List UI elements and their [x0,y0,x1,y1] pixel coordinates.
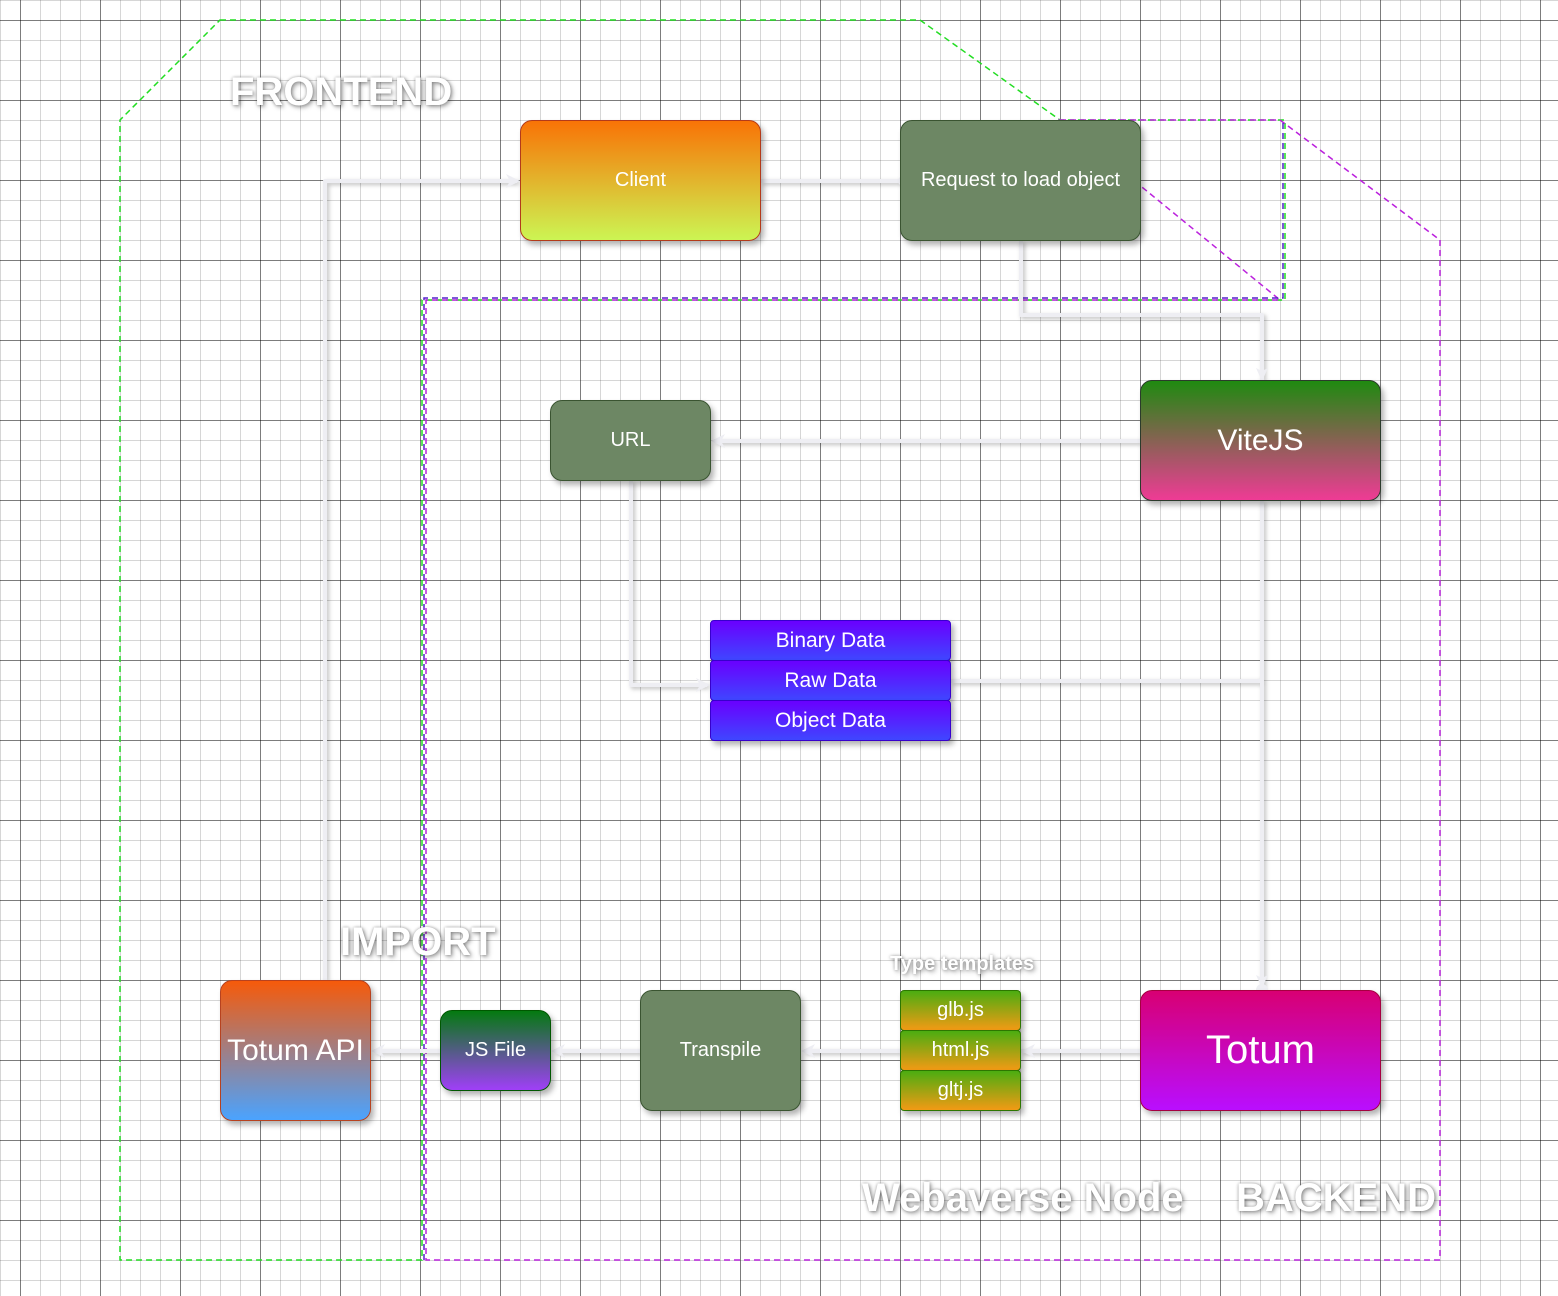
arrowhead-templates [1021,1044,1035,1058]
js-file-node[interactable]: JS File [440,1010,551,1091]
client-node[interactable]: Client [520,120,761,241]
arrowhead-jsfile [551,1044,565,1058]
binary-data-node[interactable]: Binary Data [710,620,951,661]
arrowhead-url [711,434,725,448]
template-html-js[interactable]: html.js [900,1030,1021,1071]
edge-url-to-data [629,481,707,687]
arrowhead-transpile [801,1044,815,1058]
totum-api-node[interactable]: Totum API [220,980,371,1121]
arrowhead-totumapi [371,1044,385,1058]
raw-data-node[interactable]: Raw Data [710,660,951,701]
arrowhead-totum [1256,975,1268,988]
type-templates-label: Type templates [890,953,1035,975]
edge-totumapi-to-client [323,179,517,980]
transpile-node[interactable]: Transpile [640,990,801,1111]
import-label: IMPORT [340,920,496,964]
arrowhead-data [696,678,710,692]
template-glb-js[interactable]: glb.js [900,990,1021,1031]
arrowhead-vitejs [1256,368,1268,381]
webaverse-node-region [423,120,1284,1260]
request-to-load-object-node[interactable]: Request to load object [900,120,1141,241]
backend-region [425,119,1441,1261]
edge-request-to-vitejs [1019,241,1264,380]
totum-node[interactable]: Totum [1140,990,1381,1111]
frontend-label: FRONTEND [230,70,453,114]
arrowhead-client [506,174,520,188]
backend-label: BACKEND [1236,1176,1436,1220]
object-data-node[interactable]: Object Data [710,700,951,741]
frontend-region [119,19,1286,1261]
template-gltj-js[interactable]: gltj.js [900,1070,1021,1111]
url-node[interactable]: URL [550,400,711,481]
webaverse-node-label: Webaverse Node [862,1176,1184,1220]
vitejs-node[interactable]: ViteJS [1140,380,1381,501]
